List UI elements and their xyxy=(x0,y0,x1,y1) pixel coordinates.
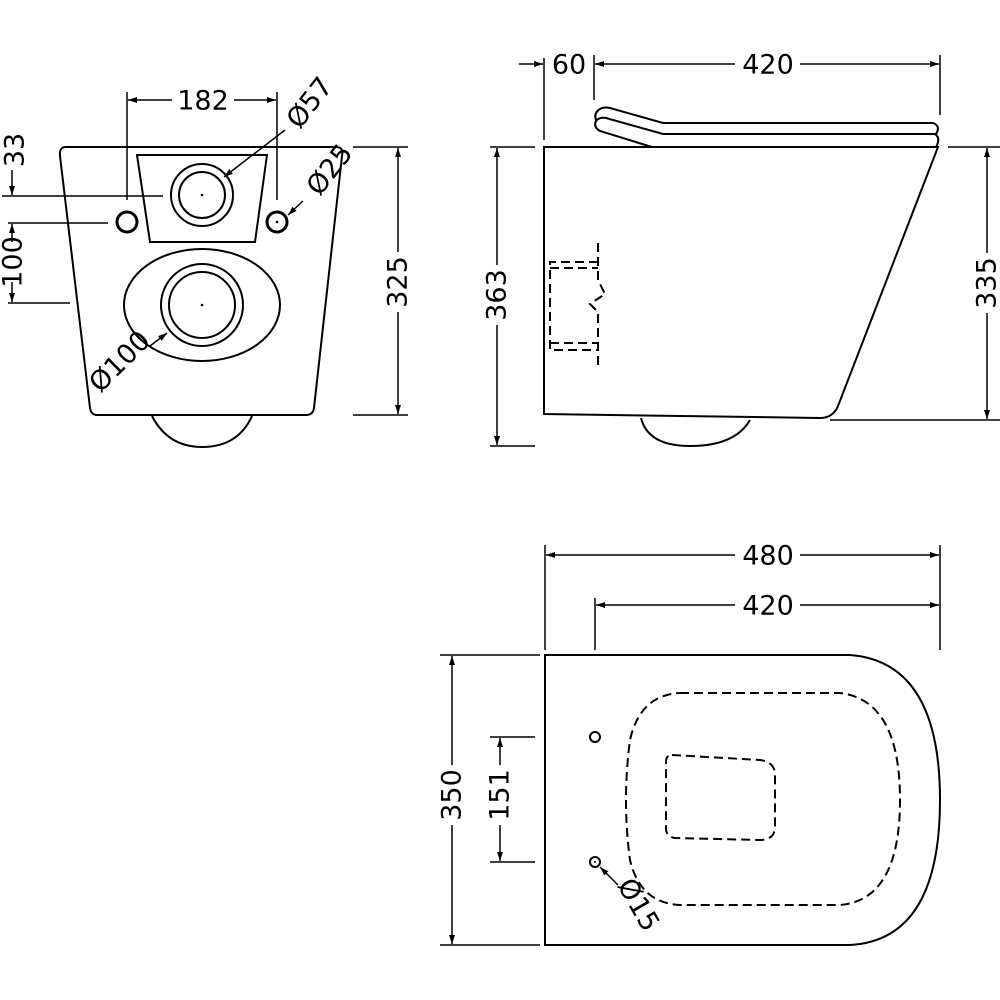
dim-350: 350 xyxy=(437,769,468,821)
dim-420-side: 420 xyxy=(742,50,794,81)
waste-center-dot xyxy=(200,303,204,307)
hidden-inlet-pipe xyxy=(549,261,598,351)
fixing-hole-left xyxy=(115,210,139,234)
dim-diameter-57: Ø57 xyxy=(281,72,340,135)
dim-363: 363 xyxy=(482,269,513,321)
waste-inner-ring xyxy=(168,271,236,339)
front-view: 182 Ø57 Ø25 33 100 325 Ø100 xyxy=(0,72,414,449)
side-view: 60 420 363 335 xyxy=(482,50,1000,448)
bowl-opening-hidden xyxy=(665,753,776,842)
inlet-recess xyxy=(135,154,269,243)
fixing-hole-center-dot xyxy=(275,220,279,224)
waste-recess xyxy=(123,248,281,362)
fixing-hole-top xyxy=(589,731,601,743)
side-body-outline xyxy=(543,146,940,420)
fixing-hole-center-dot xyxy=(594,861,596,863)
front-body-outline xyxy=(58,146,344,416)
inlet-center-dot xyxy=(200,193,204,197)
leader-line xyxy=(149,332,168,347)
inlet-outer-ring xyxy=(170,163,234,227)
plan-view: 480 420 350 151 Ø15 xyxy=(437,541,942,946)
dim-33: 33 xyxy=(0,133,31,167)
seat-outline-hidden xyxy=(625,692,902,906)
dim-diameter-100: Ø100 xyxy=(83,325,156,398)
inlet-inner-ring xyxy=(178,171,226,219)
break-line xyxy=(588,243,607,365)
leader-line xyxy=(599,866,619,886)
side-bottom-bump xyxy=(640,417,751,448)
dim-325: 325 xyxy=(383,256,414,308)
dim-480: 480 xyxy=(742,541,794,572)
dim-182: 182 xyxy=(177,86,229,117)
dim-420-plan: 420 xyxy=(742,591,794,622)
dim-151: 151 xyxy=(485,769,516,821)
dim-335: 335 xyxy=(972,257,1000,309)
seat-lid xyxy=(594,106,939,135)
leader-line xyxy=(223,129,286,178)
dim-60: 60 xyxy=(552,50,586,81)
front-bottom-bump xyxy=(151,415,253,449)
waste-outer-ring xyxy=(160,263,244,347)
fixing-hole-right xyxy=(265,210,289,234)
seat-lower xyxy=(594,116,940,148)
plan-body-outline xyxy=(544,654,942,946)
fixing-hole-bottom xyxy=(589,856,601,868)
leader-line xyxy=(287,200,304,216)
dim-100: 100 xyxy=(0,236,29,288)
dim-diameter-15: Ø15 xyxy=(611,873,666,937)
